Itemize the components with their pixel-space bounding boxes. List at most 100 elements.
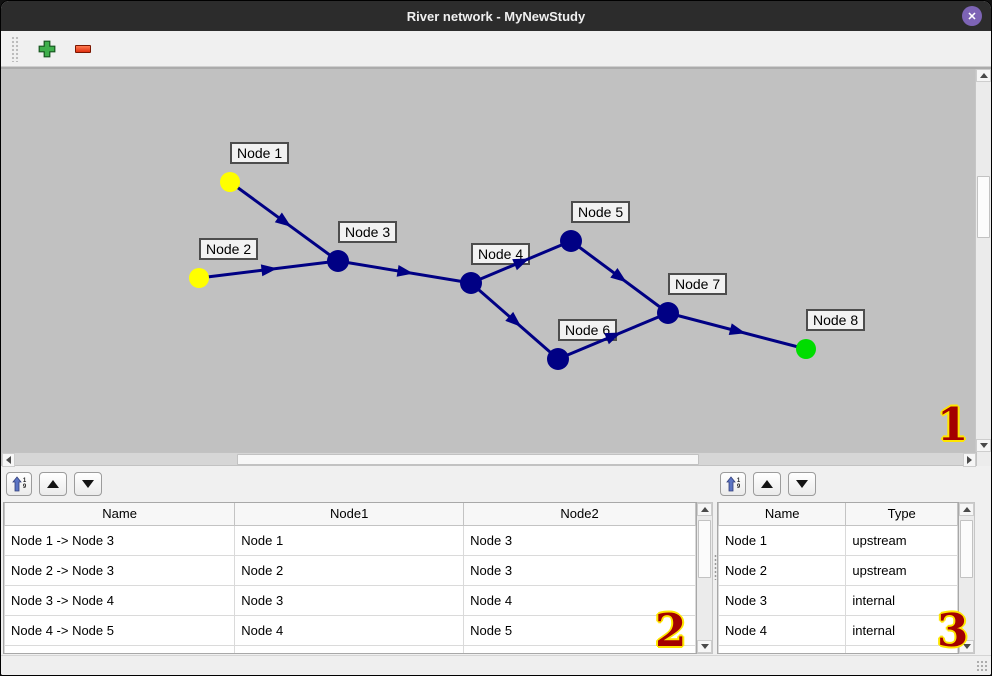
scrollbar-corner — [977, 452, 991, 466]
node-circle[interactable] — [189, 268, 209, 288]
column-header[interactable]: Node1 — [234, 503, 465, 526]
up-arrow-icon — [979, 73, 988, 78]
table-cell: Node 5 — [463, 614, 696, 646]
canvas-horizontal-scrollbar[interactable] — [1, 452, 978, 467]
node-circle[interactable] — [547, 348, 569, 370]
reaches-table-scrollbar[interactable] — [697, 502, 713, 654]
table-cell: upstream — [845, 554, 958, 586]
down-triangle-icon — [82, 480, 94, 488]
table-cell: Node 3 -> Node 4 — [4, 584, 236, 616]
resize-grip-icon[interactable] — [976, 660, 988, 672]
scroll-down-button[interactable] — [976, 439, 991, 452]
move-down-button[interactable] — [788, 472, 816, 496]
canvas-vscroll-thumb[interactable] — [977, 176, 991, 238]
up-triangle-icon — [47, 480, 59, 488]
column-header[interactable]: Type — [845, 503, 958, 526]
node-circle[interactable] — [657, 302, 679, 324]
right-arrow-icon — [967, 456, 973, 464]
window-title: River network - MyNewStudy — [406, 8, 586, 24]
move-down-button[interactable] — [74, 472, 102, 496]
flow-arrow-icon — [728, 323, 746, 336]
node-label[interactable]: Node 6 — [558, 319, 618, 341]
move-up-button[interactable] — [753, 472, 781, 496]
nodes-table-scrollbar[interactable] — [959, 502, 975, 654]
scroll-left-button[interactable] — [2, 453, 15, 467]
node-label[interactable]: Node 8 — [806, 309, 866, 331]
scroll-down-button[interactable] — [959, 640, 974, 653]
node-label[interactable]: Node 7 — [668, 273, 728, 295]
canvas-vertical-scrollbar[interactable] — [975, 69, 991, 452]
annotation-2: 2 — [655, 604, 687, 657]
up-triangle-icon — [761, 480, 773, 488]
node-circle[interactable] — [796, 339, 816, 359]
table-row-partial — [718, 644, 958, 653]
table-cell: Node 2 — [718, 554, 847, 586]
add-node-button[interactable] — [37, 39, 57, 59]
table-cell: Node 4 — [234, 614, 465, 646]
canvas-hscroll-thumb[interactable] — [237, 454, 699, 465]
column-header[interactable]: Name — [718, 503, 847, 526]
close-button[interactable]: ✕ — [962, 6, 982, 26]
node-label[interactable]: Node 1 — [230, 142, 290, 164]
main-toolbar — [1, 31, 991, 67]
down-triangle-icon — [796, 480, 808, 488]
move-up-button[interactable] — [39, 472, 67, 496]
up-arrow-icon — [962, 507, 971, 512]
column-header[interactable]: Name — [4, 503, 236, 526]
column-header[interactable]: Node2 — [463, 503, 696, 526]
scroll-down-button[interactable] — [697, 640, 712, 653]
down-arrow-icon — [700, 644, 709, 649]
panel-splitter[interactable] — [713, 472, 717, 655]
remove-node-button[interactable] — [73, 39, 93, 59]
node-label[interactable]: Node 3 — [338, 221, 398, 243]
node-label[interactable]: Node 5 — [571, 201, 631, 223]
canvas-hscroll-row — [1, 452, 991, 467]
down-arrow-icon — [979, 443, 988, 448]
flow-arrow-icon — [260, 264, 278, 277]
table-cell: Node 3 — [463, 554, 696, 586]
title-bar[interactable]: River network - MyNewStudy ✕ — [1, 1, 991, 31]
scroll-right-button[interactable] — [963, 453, 977, 467]
toolbar-drag-handle[interactable] — [11, 35, 19, 62]
node-circle[interactable] — [460, 272, 482, 294]
table-cell: Node 1 — [234, 524, 465, 556]
annotation-3: 3 — [937, 604, 969, 657]
reaches-scroll-thumb[interactable] — [698, 520, 711, 578]
nodes-scroll-thumb[interactable] — [960, 520, 973, 578]
flow-arrow-icon — [505, 311, 522, 327]
scroll-up-button[interactable] — [959, 503, 974, 516]
table-cell: Node 4 -> Node 5 — [4, 614, 236, 646]
splitter-handle-icon — [714, 554, 717, 580]
flow-arrow-icon — [512, 258, 530, 271]
scroll-up-button[interactable] — [976, 69, 991, 82]
flow-arrow-icon — [604, 332, 622, 345]
down-arrow-icon — [962, 644, 971, 649]
table-cell: Node 2 -> Node 3 — [4, 554, 236, 586]
node-label[interactable]: Node 2 — [199, 238, 259, 260]
node-circle[interactable] — [220, 172, 240, 192]
scroll-up-button[interactable] — [697, 503, 712, 516]
node-circle[interactable] — [560, 230, 582, 252]
node-circle[interactable] — [327, 250, 349, 272]
minus-icon — [75, 44, 91, 53]
